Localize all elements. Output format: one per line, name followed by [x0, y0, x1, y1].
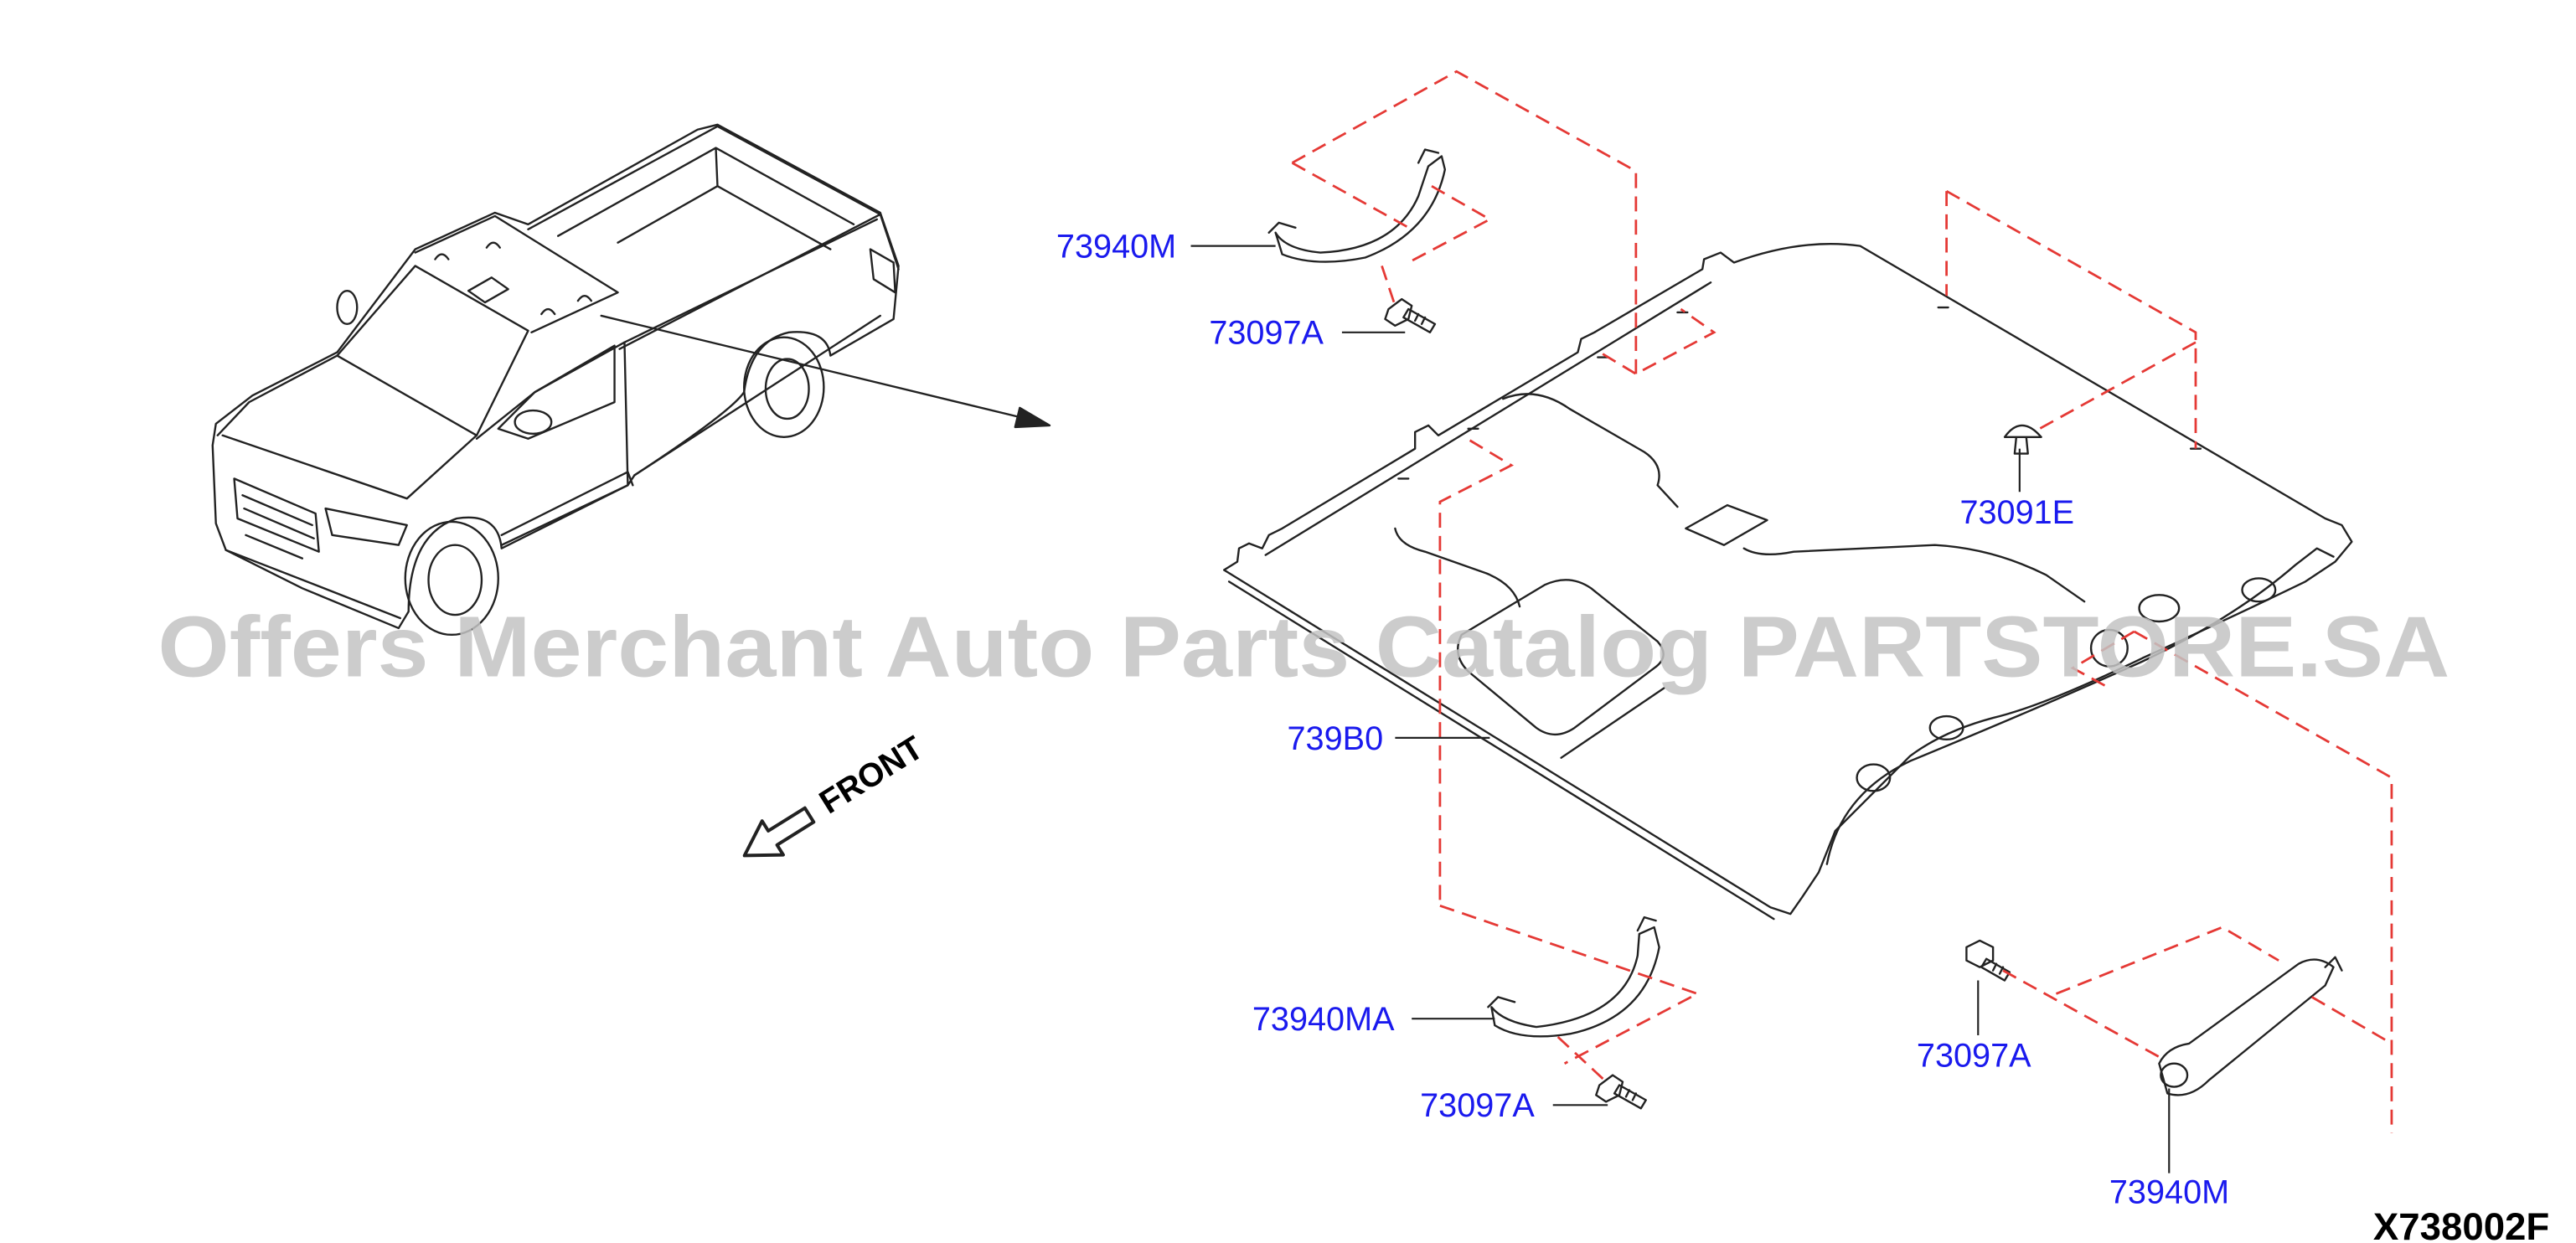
diagram-code: X738002F	[2373, 1205, 2549, 1243]
watermark: Offers Merchant Auto Parts Catalog PARTS…	[157, 598, 2450, 694]
truck-roof-clips	[434, 241, 592, 316]
callout-73940m-bottom-right[interactable]: 73940M	[2109, 1173, 2229, 1210]
guide-line	[1556, 1035, 1606, 1081]
guide-line	[1381, 265, 1396, 307]
truck-running-board	[500, 471, 634, 537]
truck-tailgate	[869, 213, 900, 294]
map-light-opening	[1685, 503, 1768, 546]
clip-icon	[2003, 424, 2042, 455]
truck-front-wheel-hub	[427, 544, 483, 616]
truck-rear-wheel-hub	[764, 358, 810, 420]
truck-roof-sunroof	[467, 276, 509, 304]
truck-mirror	[514, 409, 553, 436]
guide-line	[2038, 341, 2197, 431]
truck-body-outline	[211, 123, 900, 630]
pointer-arrow-shaft	[600, 314, 1021, 419]
grab-handle-recess	[2089, 628, 2129, 668]
assembly-guide-lines	[1291, 70, 2393, 1134]
guide-line	[2055, 926, 2279, 995]
headliner-outline	[1222, 242, 2353, 915]
truck-headlight	[324, 507, 408, 546]
guide-line	[2311, 996, 2393, 1045]
guide-line	[1407, 184, 1493, 264]
headliner-mount-holes	[1397, 306, 2202, 480]
guide-line	[1439, 904, 1701, 1065]
truck-far-mirror	[336, 290, 359, 326]
grab-handle-top	[1267, 148, 1447, 263]
headliner-edge-thickness	[1227, 281, 1775, 921]
callout-73940m-top[interactable]: 73940M	[1056, 229, 1176, 266]
bolt-icon	[1965, 939, 2011, 982]
guide-line	[2002, 969, 2160, 1059]
headliner-illustration	[1222, 242, 2353, 921]
truck-bed-inner	[556, 147, 855, 250]
small-parts	[1267, 148, 2343, 1110]
headliner-center-panel	[1457, 579, 1665, 736]
truck-hood	[216, 354, 478, 500]
grab-handle-bottom-right	[2158, 956, 2343, 1096]
callout-73097a-top[interactable]: 73097A	[1209, 315, 1324, 352]
vehicle-illustration	[211, 123, 1051, 637]
truck-bumper	[225, 534, 401, 620]
callout-73940ma[interactable]: 73940MA	[1252, 1001, 1395, 1038]
callout-73091e[interactable]: 73091E	[1959, 494, 2074, 531]
truck-grille	[233, 477, 320, 553]
bolt-icon	[1384, 297, 1437, 333]
front-arrow-icon	[742, 806, 816, 858]
guide-line	[1438, 439, 1515, 906]
truck-front-wheel	[404, 520, 499, 637]
headliner-right-contour	[1825, 547, 2335, 865]
grab-handle-cap	[2160, 1062, 2189, 1088]
headliner-inner-contour	[1394, 393, 2086, 608]
callout-73097a-bottom-right[interactable]: 73097A	[1917, 1038, 2031, 1075]
truck-rear-wheel	[743, 336, 825, 438]
bolt-icon	[1595, 1074, 1647, 1110]
front-label: FRONT	[813, 730, 930, 822]
grab-handle-recess	[1856, 763, 1892, 792]
truck-bed-rails	[527, 125, 881, 350]
callout-739b0[interactable]: 739B0	[1288, 720, 1384, 757]
guide-line	[1291, 162, 1412, 231]
callout-73097a-bottom-left[interactable]: 73097A	[1420, 1087, 1535, 1124]
grab-handle-recess	[1928, 714, 1964, 741]
callout-leader-lines	[1190, 245, 2171, 1173]
grab-handle-recess	[2138, 594, 2181, 623]
truck-roof	[414, 214, 619, 333]
truck-windshield	[336, 265, 529, 436]
truck-door-window	[497, 344, 616, 440]
truck-bed-side	[623, 218, 881, 477]
part-callouts: 73940M 73097A 73091E 739B0 73940MA 73097…	[1056, 229, 2229, 1211]
guide-line	[2070, 630, 2135, 689]
guide-line	[2133, 630, 2393, 1134]
guide-line	[1291, 70, 1638, 374]
guide-line	[1945, 189, 2197, 449]
headliner-panel-step	[1560, 687, 1665, 759]
grab-handle-bottom-left	[1487, 915, 1660, 1038]
grab-handle-recess	[2241, 577, 2277, 603]
truck-door	[475, 341, 629, 546]
guide-line	[1602, 307, 1716, 375]
front-indicator: FRONT	[742, 730, 930, 858]
pointer-arrow-icon	[1014, 406, 1051, 429]
